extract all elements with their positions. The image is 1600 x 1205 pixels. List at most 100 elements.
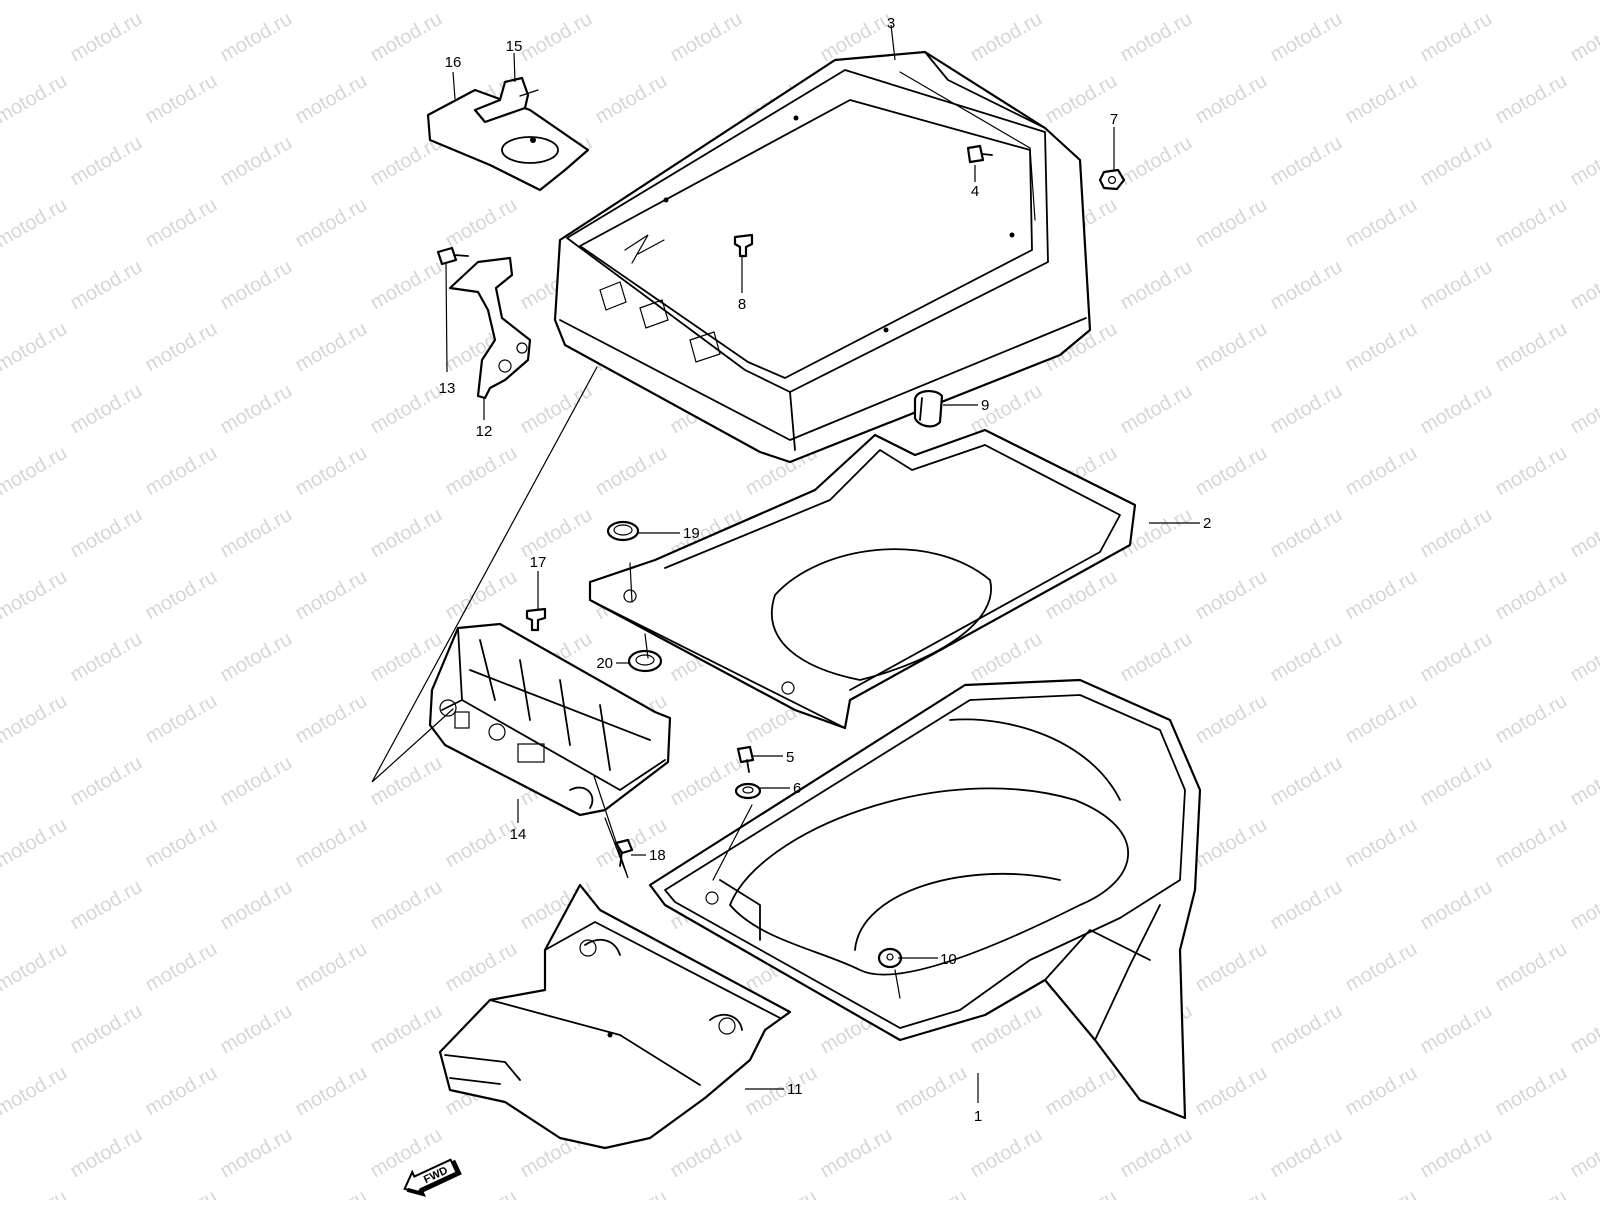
watermark-text: motod.ru <box>1117 256 1196 315</box>
watermark-text: motod.ru <box>592 70 671 129</box>
callout-16: 16 <box>445 54 462 71</box>
watermark-text: motod.ru <box>1267 628 1346 687</box>
watermark-text: motod.ru <box>1342 690 1421 749</box>
callout-7: 7 <box>1110 111 1118 128</box>
watermark-text: motod.ru <box>1342 938 1421 997</box>
watermark-text: motod.ru <box>1417 256 1496 315</box>
watermark-text: motod.ru <box>442 1186 521 1200</box>
watermark-text: motod.ru <box>967 628 1046 687</box>
watermark-text: motod.ru <box>592 0 671 4</box>
watermark-text: motod.ru <box>1192 70 1271 129</box>
watermark-text: motod.ru <box>1492 194 1571 253</box>
watermark-text: motod.ru <box>292 0 371 4</box>
watermark-text: motod.ru <box>0 0 71 4</box>
watermark-text: motod.ru <box>1567 256 1600 315</box>
watermark-text: motod.ru <box>1267 876 1346 935</box>
watermark-text: motod.ru <box>1117 1124 1196 1183</box>
watermark-text: motod.ru <box>1342 70 1421 129</box>
watermark-text: motod.ru <box>67 876 146 935</box>
watermark-text: motod.ru <box>1417 8 1496 67</box>
watermark-text: motod.ru <box>1192 1186 1271 1200</box>
watermark-text: motod.ru <box>1267 504 1346 563</box>
watermark-text: motod.ru <box>1117 380 1196 439</box>
watermark-text: motod.ru <box>367 752 446 811</box>
watermark-text: motod.ru <box>1342 0 1421 4</box>
watermark-text: motod.ru <box>517 380 596 439</box>
callout-20: 20 <box>596 655 613 672</box>
callout-15: 15 <box>506 38 523 55</box>
callout-10: 10 <box>940 951 957 968</box>
watermark-text: motod.ru <box>0 690 71 749</box>
watermark-text: motod.ru <box>217 752 296 811</box>
watermark-text: motod.ru <box>1417 132 1496 191</box>
watermark-text: motod.ru <box>217 628 296 687</box>
watermark-text: motod.ru <box>67 628 146 687</box>
watermark-text: motod.ru <box>1117 8 1196 67</box>
watermark-text: motod.ru <box>217 256 296 315</box>
watermark-text: motod.ru <box>1042 1062 1121 1121</box>
watermark-text: motod.ru <box>367 1000 446 1059</box>
watermark-text: motod.ru <box>1567 1000 1600 1059</box>
watermark-text: motod.ru <box>517 504 596 563</box>
watermark-text: motod.ru <box>67 132 146 191</box>
watermark-text: motod.ru <box>1342 1062 1421 1121</box>
watermark-text: motod.ru <box>367 628 446 687</box>
watermark-text: motod.ru <box>1267 1124 1346 1183</box>
watermark-text: motod.ru <box>142 1062 221 1121</box>
callout-9: 9 <box>981 397 989 414</box>
watermark-text: motod.ru <box>292 566 371 625</box>
callout-18: 18 <box>649 847 666 864</box>
watermark-text: motod.ru <box>292 194 371 253</box>
watermark-text: motod.ru <box>1567 8 1600 67</box>
watermark-text: motod.ru <box>1267 380 1346 439</box>
watermark-text: motod.ru <box>67 752 146 811</box>
part-20-grommet <box>629 651 661 671</box>
callout-3: 3 <box>887 15 895 32</box>
watermark-text: motod.ru <box>1492 938 1571 997</box>
watermark-text: motod.ru <box>1567 876 1600 935</box>
watermark-text: motod.ru <box>217 504 296 563</box>
watermark-text: motod.ru <box>217 132 296 191</box>
watermark-text: motod.ru <box>1417 628 1496 687</box>
watermark-text: motod.ru <box>967 1124 1046 1183</box>
watermark-text: motod.ru <box>292 318 371 377</box>
watermark-text: motod.ru <box>367 380 446 439</box>
part-19-grommet <box>608 522 638 540</box>
watermark-text: motod.ru <box>0 566 71 625</box>
watermark-text: motod.ru <box>1342 194 1421 253</box>
watermark-text: motod.ru <box>1417 504 1496 563</box>
watermark-text: motod.ru <box>1192 0 1271 4</box>
watermark-text: motod.ru <box>1342 814 1421 873</box>
watermark-text: motod.ru <box>1192 814 1271 873</box>
watermark-text: motod.ru <box>142 566 221 625</box>
callout-2: 2 <box>1203 515 1211 532</box>
part-13-bolt <box>438 248 468 264</box>
watermark-text: motod.ru <box>667 8 746 67</box>
watermark-text: motod.ru <box>1117 132 1196 191</box>
watermark-text: motod.ru <box>0 1062 71 1121</box>
watermark-text: motod.ru <box>1492 690 1571 749</box>
watermark-text: motod.ru <box>742 1062 821 1121</box>
watermark-text: motod.ru <box>367 8 446 67</box>
watermark-text: motod.ru <box>442 566 521 625</box>
watermark-text: motod.ru <box>1492 70 1571 129</box>
watermark-text: motod.ru <box>1567 380 1600 439</box>
watermark-text: motod.ru <box>817 1124 896 1183</box>
watermark-text: motod.ru <box>1342 566 1421 625</box>
callout-14: 14 <box>510 826 527 843</box>
watermark-text: motod.ru <box>142 1186 221 1200</box>
watermark-text: motod.ru <box>1417 1000 1496 1059</box>
watermark-text: motod.ru <box>0 70 71 129</box>
watermark-text: motod.ru <box>592 1186 671 1200</box>
watermark-text: motod.ru <box>67 1000 146 1059</box>
watermark-text: motod.ru <box>67 8 146 67</box>
watermark-text: motod.ru <box>1342 442 1421 501</box>
callout-17: 17 <box>530 554 547 571</box>
watermark-text: motod.ru <box>142 0 221 4</box>
watermark-text: motod.ru <box>1567 752 1600 811</box>
watermark-text: motod.ru <box>667 1124 746 1183</box>
watermark-text: motod.ru <box>442 814 521 873</box>
watermark-text: motod.ru <box>1492 318 1571 377</box>
watermark-text: motod.ru <box>1492 442 1571 501</box>
